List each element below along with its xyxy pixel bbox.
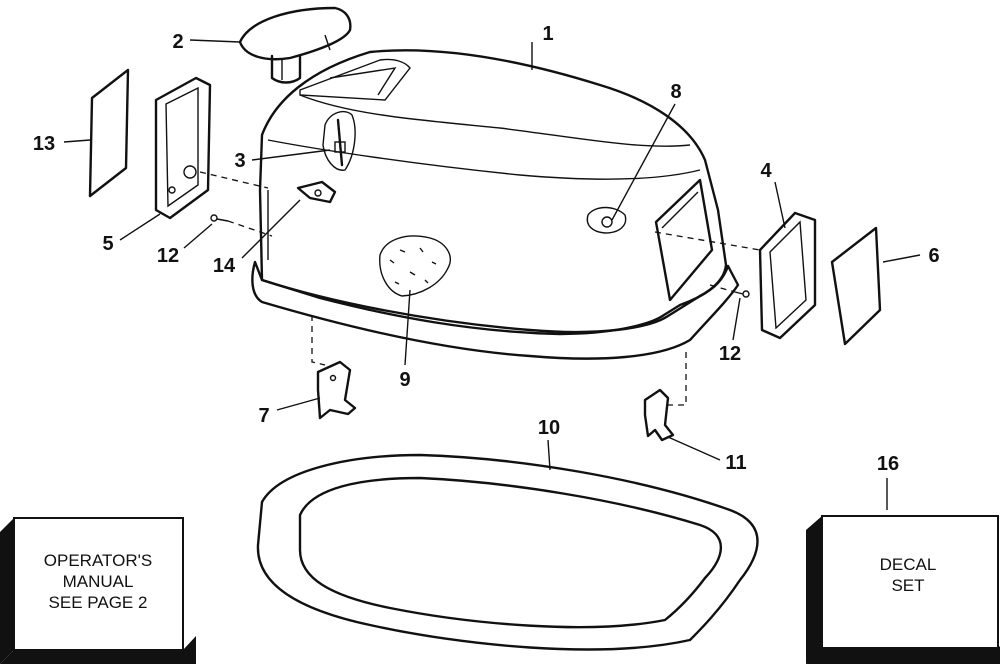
callout-12-left: 12	[157, 245, 179, 267]
left-frame	[154, 76, 212, 220]
callout-labels: 1 2 3 4 5 6 7 8 9 10 11 12 12 13 14 16	[33, 23, 940, 475]
callout-1: 1	[542, 23, 553, 45]
bracket-left	[316, 360, 357, 420]
callout-6: 6	[928, 245, 939, 267]
callout-14: 14	[213, 255, 236, 277]
insulation-pad	[379, 235, 451, 297]
left-panel	[88, 68, 130, 198]
decal-set-box: DECAL SET	[806, 515, 1000, 664]
decal-line-2: SET	[891, 576, 924, 595]
cover-seal	[256, 453, 759, 651]
callout-12-right: 12	[719, 343, 741, 365]
latch-clip	[296, 180, 337, 204]
engine-cover	[251, 49, 740, 360]
callout-2: 2	[172, 31, 183, 53]
callout-7: 7	[258, 405, 269, 427]
callout-3: 3	[234, 150, 245, 172]
alignment-lines	[199, 171, 761, 406]
manual-line-1: OPERATOR'S	[44, 551, 152, 570]
screw-left	[210, 214, 229, 222]
callout-8: 8	[670, 81, 681, 103]
manual-line-2: MANUAL	[63, 572, 134, 591]
bracket-right	[643, 388, 675, 442]
decal-line-1: DECAL	[880, 555, 937, 574]
screw-right	[734, 290, 750, 298]
operators-manual-box: OPERATOR'S MANUAL SEE PAGE 2	[0, 517, 196, 664]
manual-line-3: SEE PAGE 2	[49, 593, 148, 612]
callout-11: 11	[725, 452, 746, 474]
callout-9: 9	[399, 369, 410, 391]
cover-cap	[238, 6, 352, 84]
callout-16: 16	[877, 453, 899, 475]
right-panel	[830, 226, 882, 346]
grommet	[586, 206, 627, 234]
leader-lines	[63, 39, 921, 510]
callout-5: 5	[102, 233, 113, 255]
callout-10: 10	[538, 417, 560, 439]
latch-bolt	[322, 110, 356, 171]
callout-4: 4	[760, 160, 772, 182]
right-frame	[758, 211, 817, 340]
callout-13: 13	[33, 133, 55, 155]
